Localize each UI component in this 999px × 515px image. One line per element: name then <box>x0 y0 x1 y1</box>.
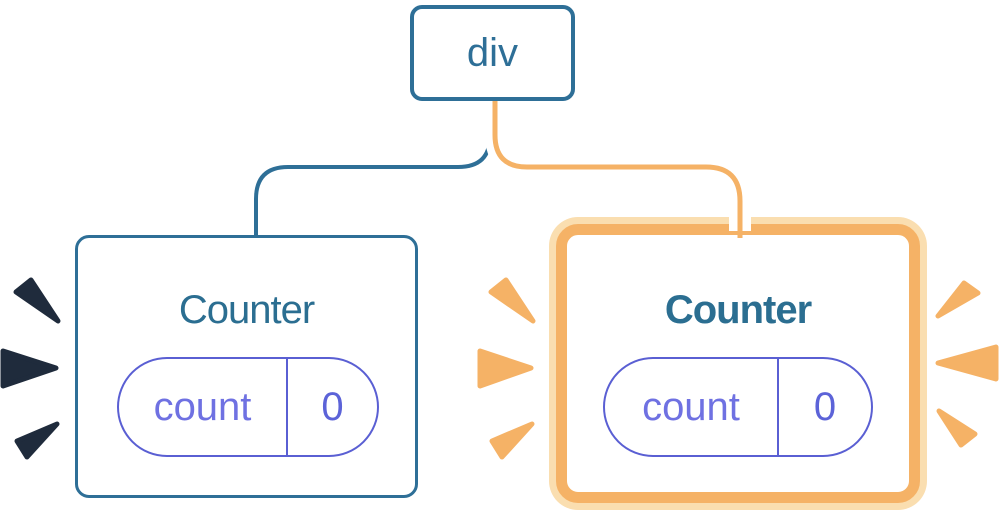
spark-icon <box>935 344 999 382</box>
state-value: 0 <box>777 359 871 455</box>
connector-right-core <box>492 98 743 238</box>
spark-icon <box>0 348 59 389</box>
spark-icon <box>489 421 535 460</box>
counter-node-right-highlighted: Counter count 0 <box>556 224 920 503</box>
counter-title: Counter <box>178 288 315 332</box>
state-value: 0 <box>286 359 377 455</box>
spark-icon <box>477 348 534 389</box>
state-pill: count 0 <box>603 357 873 457</box>
spark-icon <box>488 277 536 324</box>
root-node-label: div <box>466 30 519 75</box>
spark-icon <box>13 277 61 324</box>
counter-title: Counter <box>664 288 812 332</box>
state-key-label: count <box>153 384 252 429</box>
spark-icon <box>935 280 981 319</box>
connector-right-casing <box>485 98 751 231</box>
state-pill: count 0 <box>117 357 379 457</box>
root-node-div: div <box>410 5 575 101</box>
spark-icon <box>936 408 978 448</box>
connector-left <box>254 98 492 238</box>
spark-icon <box>14 421 60 460</box>
state-key-label: count <box>642 384 740 429</box>
counter-node-left: Counter count 0 <box>75 235 418 498</box>
